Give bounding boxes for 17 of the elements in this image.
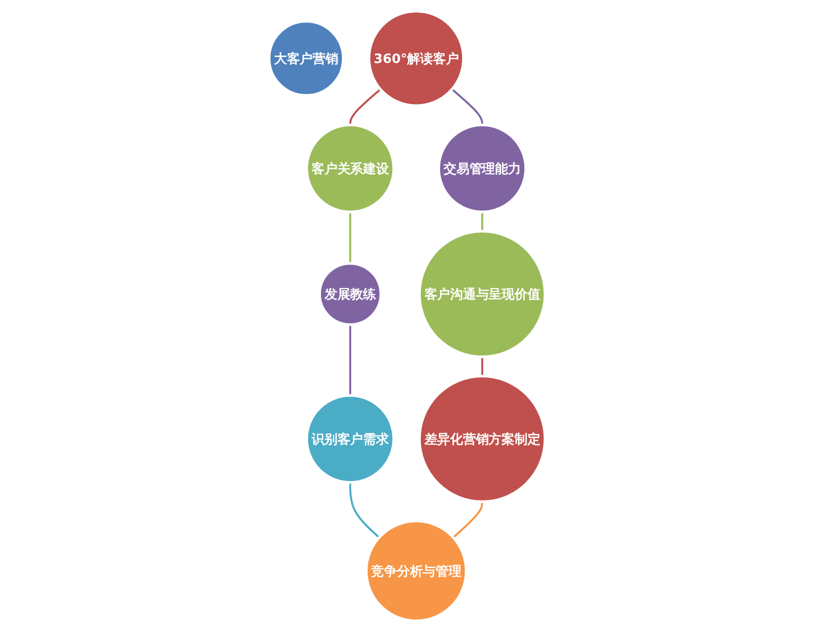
connector (349, 88, 381, 125)
connector (481, 212, 484, 232)
node-circle: 识别客户需求 (305, 394, 395, 484)
connector (349, 324, 352, 396)
node-circle: 客户关系建设 (305, 124, 395, 214)
node-circle: 360°解读客户 (368, 10, 465, 107)
connector (349, 482, 380, 538)
node-circle: 交易管理能力 (437, 124, 527, 214)
node-circle: 大客户营销 (268, 20, 344, 97)
connector (451, 88, 484, 125)
connector (481, 356, 484, 376)
node-circle: 差异化营销方案制定 (418, 374, 546, 503)
connector (452, 502, 484, 538)
node-circle: 竞争分析与管理 (364, 520, 468, 622)
node-circle: 发展教练 (318, 262, 382, 326)
node-circle: 客户沟通与呈现价值 (418, 230, 546, 358)
connector (349, 212, 352, 264)
